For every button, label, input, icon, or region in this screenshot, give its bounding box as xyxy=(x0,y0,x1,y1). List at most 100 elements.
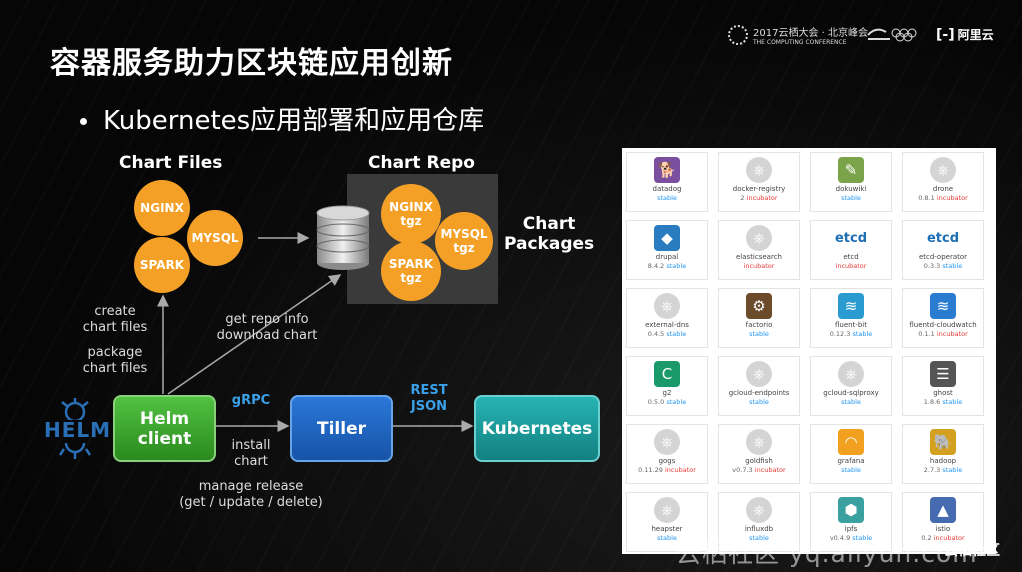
chart-card-meta: 0.4.5 stable xyxy=(627,330,707,339)
chart-card-status: stable xyxy=(749,398,769,406)
install-line1: install xyxy=(231,438,271,453)
chart-card-version: v0.4.9 xyxy=(829,534,851,542)
chart-card-version: 1.8.6 xyxy=(923,398,941,406)
etcd-icon: etcd xyxy=(926,230,960,246)
chart-card-meta: incubator xyxy=(811,262,891,271)
chart-card-name: goldfish xyxy=(745,457,773,465)
manage-line2: (get / update / delete) xyxy=(179,495,323,510)
chart-card-meta: stable xyxy=(719,398,799,407)
chart-card-name: datadog xyxy=(652,185,682,193)
chart-card-name: factorio xyxy=(745,321,773,329)
repo-package-ext: tgz xyxy=(453,241,475,255)
chart-card-name: etcd-operator xyxy=(918,253,968,261)
helm-wheel-icon: ⎈ xyxy=(746,361,772,387)
create-chart-files-note: create chart files xyxy=(82,304,148,336)
fluentd-icon: ≋ xyxy=(930,293,956,319)
chart-card-version: 0.2 xyxy=(921,534,932,542)
chart-card-name: heapster xyxy=(651,525,683,533)
helm-client-line1: Helm xyxy=(139,408,190,429)
chart-card-name: elasticsearch xyxy=(736,253,782,261)
helm-wheel-icon: ⎈ xyxy=(930,157,956,183)
chart-card-meta: stable xyxy=(627,534,707,543)
chart-card-version: 0.8.1 xyxy=(918,194,935,202)
helm-wheel-icon: ⎈ xyxy=(746,429,772,455)
database-icon xyxy=(316,205,370,270)
chart-card-name: fluent-bit xyxy=(835,321,867,329)
chart-card-meta: 0.3.3 stable xyxy=(903,262,983,271)
ipfs-icon: ⬢ xyxy=(838,497,864,523)
chart-file-nginx: NGINX xyxy=(134,180,190,236)
chart-card-status: incubator xyxy=(664,466,696,474)
chart-card-meta: 1.8.6 stable xyxy=(903,398,983,407)
footer-logo: 云栖社区 xyxy=(944,543,1000,559)
manage-release-note: manage release (get / update / delete) xyxy=(178,479,324,511)
helm-wheel-icon: ⎈ xyxy=(746,497,772,523)
cloud-dots-icon xyxy=(728,25,748,45)
chart-card-status: incubator xyxy=(835,262,867,270)
chart-card-name: docker-registry xyxy=(732,185,786,193)
conference-logo: 2017云栖大会 · 北京峰会 THE COMPUTING CONFERENCE xyxy=(728,24,868,46)
arrow-helm-to-repo xyxy=(167,274,342,395)
chart-card-name: drupal xyxy=(655,253,679,261)
chart-card-status: stable xyxy=(749,330,769,338)
helm-wheel-icon: ⎈ xyxy=(838,361,864,387)
repo-package-name: MYSQL xyxy=(440,227,488,241)
chart-card-version: 8.4.2 xyxy=(647,262,665,270)
chart-card-name: ghost xyxy=(933,389,953,397)
conference-subtitle: THE COMPUTING CONFERENCE xyxy=(753,39,847,46)
chart-card-meta: stable xyxy=(811,466,891,475)
chart-card-name: gcloud-sqlproxy xyxy=(823,389,879,397)
manage-line1: manage release xyxy=(198,479,304,494)
chart-card-version: v0.7.3 xyxy=(732,466,753,474)
helm-wheel-logo-icon xyxy=(61,398,89,420)
drupal-icon: ◆ xyxy=(654,225,680,251)
chart-card-status: stable xyxy=(841,194,861,202)
helm-wheel-icon: ⎈ xyxy=(654,429,680,455)
dokuwiki-icon: ✎ xyxy=(838,157,864,183)
olympic-logo xyxy=(866,26,922,48)
repo-package-ext: tgz xyxy=(400,214,422,228)
rest-json-label: REST JSON xyxy=(406,383,452,415)
chart-card-meta: stable xyxy=(627,194,707,203)
chart-card-status: stable xyxy=(942,398,963,406)
chart-card-name: grafana xyxy=(837,457,865,465)
chart-card-name: istio xyxy=(935,525,951,533)
kubernetes-box: Kubernetes xyxy=(474,395,600,462)
ghost-icon: ☰ xyxy=(930,361,956,387)
chart-card-name: hadoop xyxy=(929,457,957,465)
chart-card-status: incubator xyxy=(743,262,775,270)
helm-logo-text: HELM xyxy=(44,418,112,442)
chart-card-meta: 0.2 incubator xyxy=(903,534,983,543)
rest-line2: JSON xyxy=(410,399,448,414)
get-repo-line1: get repo info xyxy=(225,312,309,327)
chart-card-name: g2 xyxy=(662,389,672,397)
install-line2: chart xyxy=(234,454,268,469)
